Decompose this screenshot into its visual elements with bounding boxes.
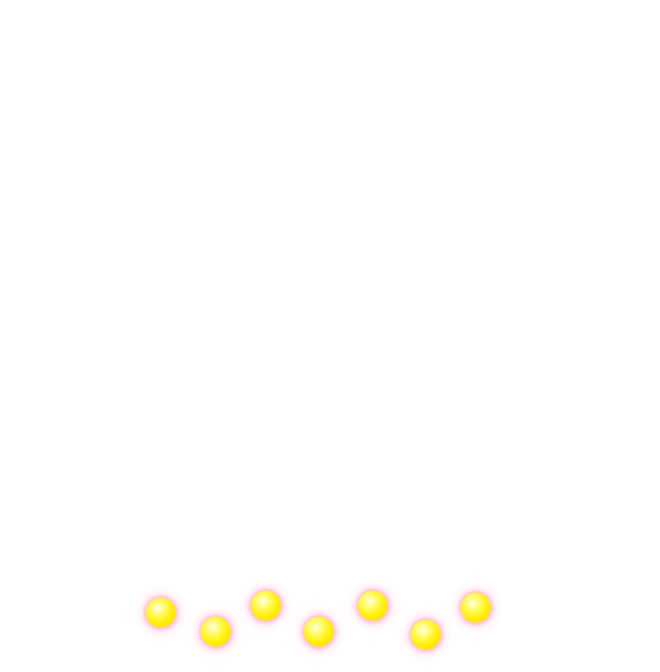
glowing-yellow-dot: [358, 591, 388, 621]
glowing-yellow-dot: [461, 593, 491, 623]
glowing-yellow-dot: [411, 620, 441, 650]
glowing-yellow-dot: [304, 617, 334, 647]
glowing-yellow-dot: [201, 617, 231, 647]
glowing-yellow-dot: [146, 598, 176, 628]
glowing-yellow-dot: [251, 591, 281, 621]
